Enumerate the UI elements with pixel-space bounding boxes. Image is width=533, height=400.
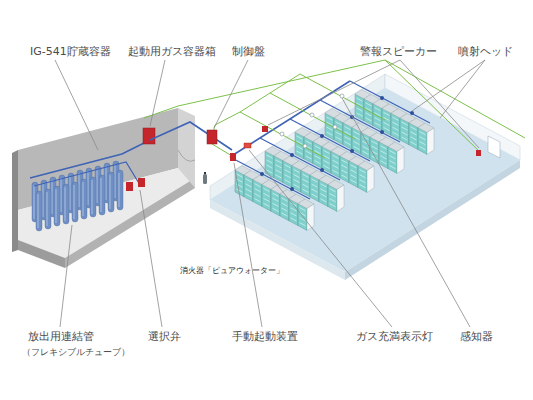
callout-label: 消火器「ピュアウォーター」 [180,266,284,276]
callout-label: ガス充満表示灯 [356,330,433,343]
callout-label: （フレキシブルチューブ） [22,347,130,357]
callout-label: 起動用ガス容器箱 [128,45,216,58]
callout-label: 放出用連結管 [28,330,94,343]
callout-label: 噴射ヘッド [458,45,513,58]
callout-label: 感知器 [460,330,493,343]
callout-label: 警報スピーカー [360,45,437,58]
callout-label: 制御盤 [232,45,265,58]
callout-label: 手動起動装置 [232,330,298,343]
callout-label: 選択弁 [148,330,181,343]
callout-label: IG-541貯蔵容器 [30,45,111,58]
